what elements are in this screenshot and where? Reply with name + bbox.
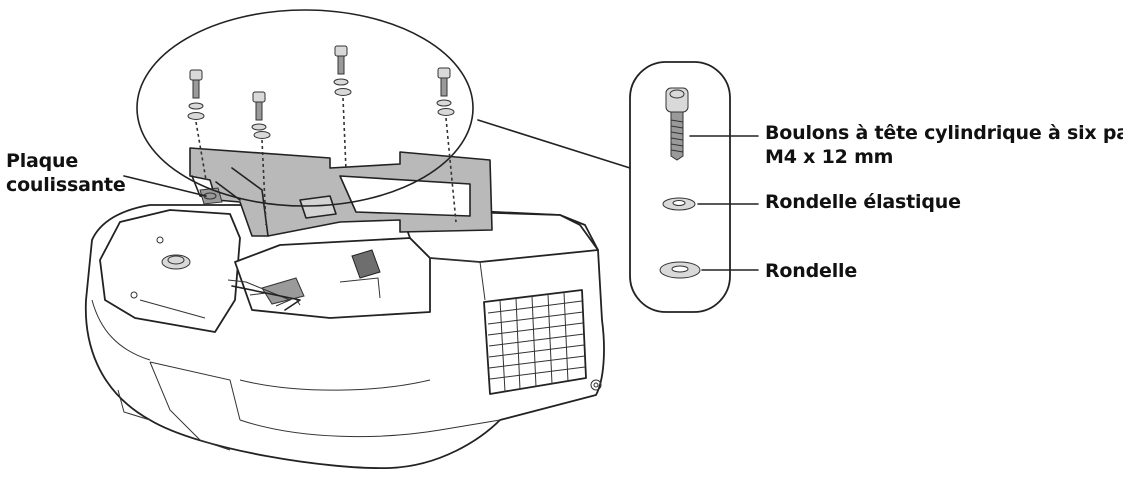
hex-bolts-label-line-2: M4 x 12 mm (765, 146, 894, 168)
bolt-assemblies (136, 9, 474, 226)
spring-washer-icon (662, 197, 696, 211)
zoom-connector-line (477, 119, 631, 169)
bolt-4 (436, 67, 457, 223)
hex-bolt-icon (665, 87, 689, 161)
slide-plate-label-line-2: coulissante (6, 174, 126, 196)
hardware-detail-panel (477, 61, 759, 313)
slide-plate-leader-line (123, 175, 207, 197)
zoom-ellipse (136, 9, 474, 207)
slide-plate-label: Plaque coulissante (6, 149, 126, 197)
bolt-3 (333, 45, 352, 171)
hex-bolts-label: Boulons à tête cylindrique à six pans M4… (765, 121, 1123, 169)
projector-body (84, 204, 605, 470)
hex-bolts-label-line-1: Boulons à tête cylindrique à six pans (765, 122, 1123, 144)
bolt-1 (187, 69, 207, 181)
washer-icon (659, 261, 701, 279)
bolt-2 (251, 91, 271, 226)
washer-label: Rondelle (765, 260, 858, 282)
vent-grille (483, 289, 587, 395)
slide-plate-label-line-1: Plaque (6, 150, 79, 172)
spring-washer-label: Rondelle élastique (765, 191, 961, 213)
